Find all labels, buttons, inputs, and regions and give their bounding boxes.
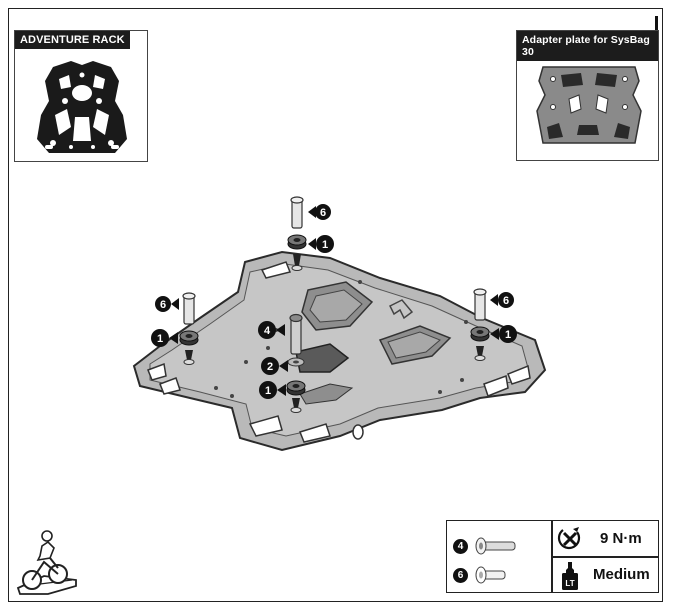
callout-left-bushing-number: 1 bbox=[157, 333, 163, 345]
right-bushing bbox=[470, 326, 490, 361]
adapter-plate-thumbnail: Adapter plate for SysBag 30 bbox=[516, 30, 659, 161]
spec-divider-horizontal bbox=[551, 556, 659, 558]
spec-box: 4 6 9 N·m LT Medium bbox=[446, 520, 659, 593]
callout-center-bolt-number: 4 bbox=[264, 325, 271, 337]
callout-center-washer: 2 bbox=[261, 357, 288, 375]
right-bolt bbox=[473, 288, 487, 321]
torque-value: 9 N·m bbox=[600, 530, 642, 547]
short-bolt-icon bbox=[475, 566, 506, 584]
left-bolt bbox=[182, 292, 196, 325]
callout-top-bolt: 6 bbox=[308, 204, 331, 220]
callout-left-bolt-number: 6 bbox=[160, 299, 166, 311]
torque-wrench-icon bbox=[557, 527, 581, 550]
callout-center-washer-number: 2 bbox=[267, 361, 273, 373]
callout-center-bolt: 4 bbox=[258, 321, 285, 339]
callout-left-bushing: 1 bbox=[151, 329, 178, 347]
adapter-plate-icon bbox=[536, 66, 642, 144]
adventure-rack-icon bbox=[37, 61, 127, 153]
spec-part-6-badge: 6 bbox=[453, 568, 468, 583]
spec-part-4-badge: 4 bbox=[453, 539, 468, 554]
threadlock-value: Medium bbox=[593, 566, 650, 583]
callout-right-bolt-number: 6 bbox=[503, 295, 509, 307]
rack-plate bbox=[132, 250, 547, 452]
motorcycle-rider-icon bbox=[16, 530, 77, 595]
center-bolt bbox=[289, 313, 303, 355]
callout-center-bushing: 1 bbox=[259, 381, 286, 399]
left-bushing bbox=[179, 330, 199, 365]
callout-right-bolt: 6 bbox=[490, 292, 514, 308]
callout-right-bushing-number: 1 bbox=[505, 329, 511, 341]
callout-top-bolt-number: 6 bbox=[320, 207, 326, 219]
callout-top-bushing-number: 1 bbox=[322, 239, 328, 251]
adventure-rack-thumbnail: ADVENTURE RACK bbox=[14, 30, 148, 162]
top-bushing bbox=[287, 234, 307, 271]
callout-left-bolt: 6 bbox=[155, 296, 179, 312]
svg-text:LT: LT bbox=[565, 579, 574, 588]
callout-top-bushing: 1 bbox=[308, 235, 334, 253]
callout-center-bushing-number: 1 bbox=[265, 385, 271, 397]
threadlock-bottle-icon: LT bbox=[562, 562, 578, 590]
top-bolt bbox=[290, 196, 304, 229]
long-bolt-icon bbox=[475, 537, 516, 555]
corner-tick bbox=[655, 16, 658, 33]
center-washer bbox=[287, 357, 305, 367]
center-bushing bbox=[286, 380, 306, 413]
callout-right-bushing: 1 bbox=[490, 325, 517, 343]
adventure-rack-label: ADVENTURE RACK bbox=[15, 31, 130, 49]
adapter-plate-label: Adapter plate for SysBag 30 bbox=[517, 31, 658, 61]
